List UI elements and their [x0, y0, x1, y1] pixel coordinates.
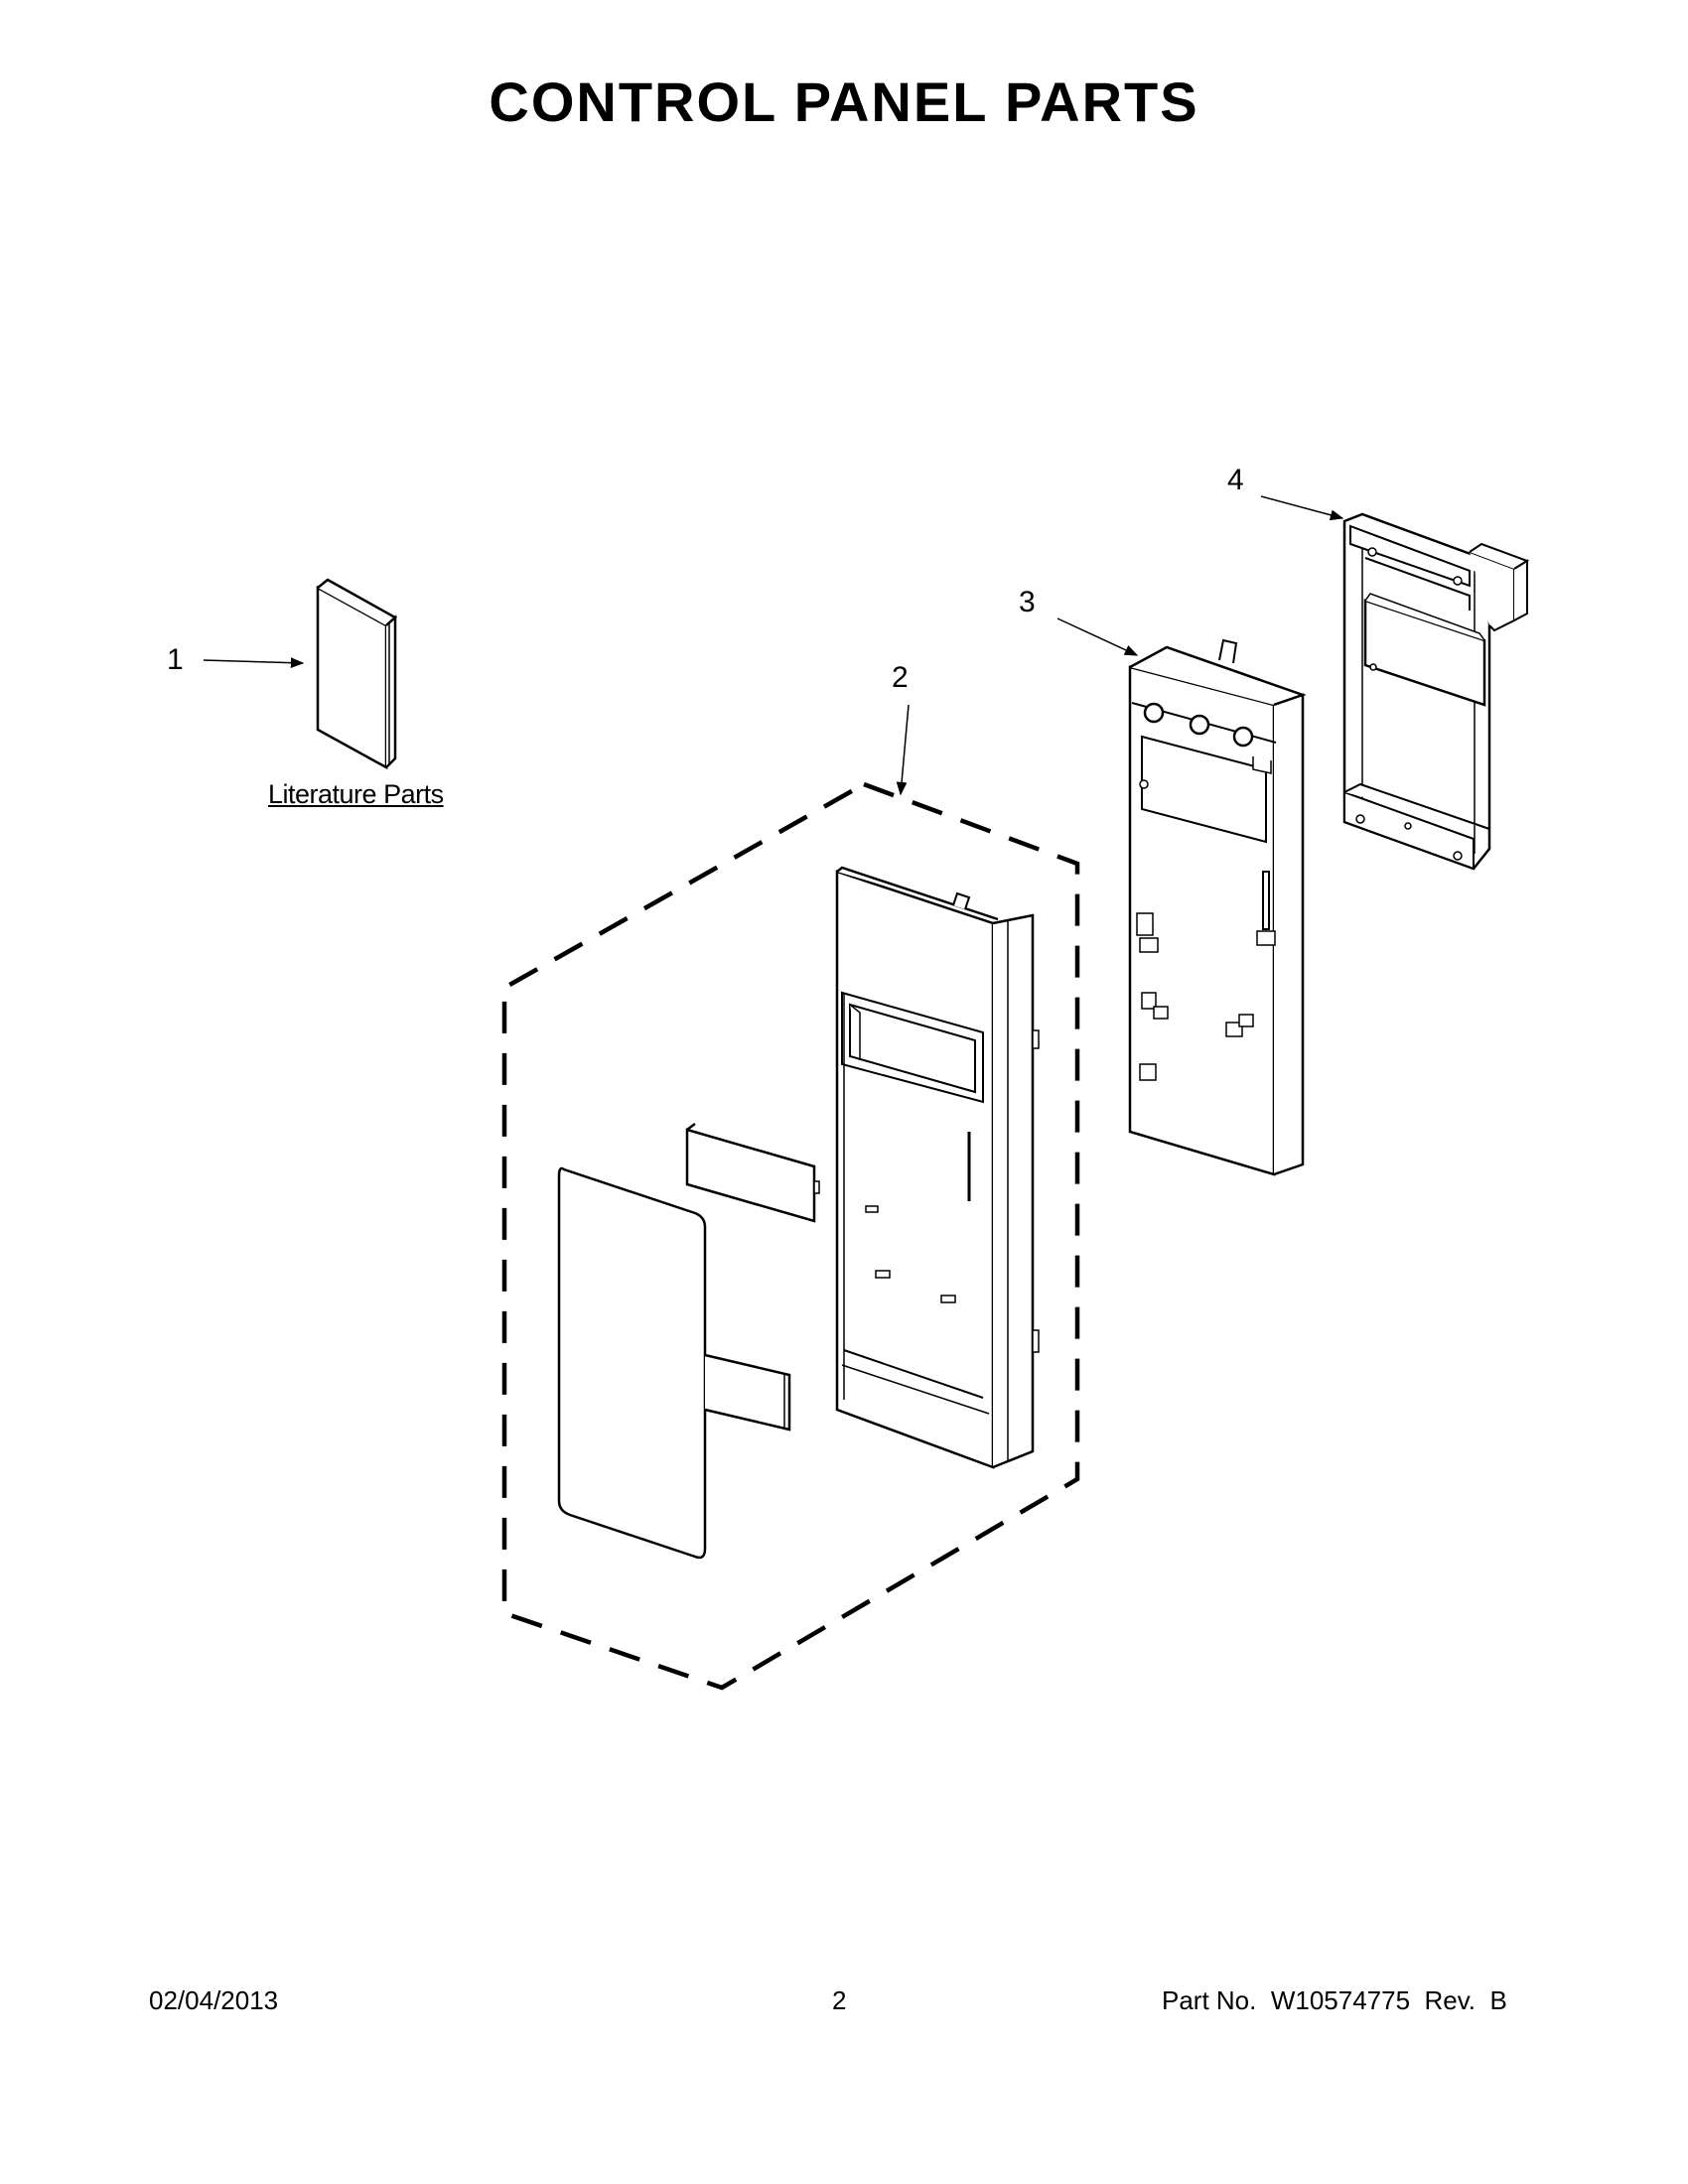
callout-1: 1: [167, 643, 184, 676]
callout-arrow-1: [203, 657, 305, 669]
keypad-tail: [704, 1353, 791, 1432]
assembly-boundary: [501, 781, 1080, 1691]
callout-arrow-2: [896, 704, 910, 796]
display-lens: [685, 1123, 820, 1223]
electronic-control-board: [1342, 512, 1530, 871]
page-title: CONTROL PANEL PARTS: [489, 70, 1199, 133]
literature-booklet: [316, 578, 398, 770]
literature-parts-label: Literature Parts: [268, 779, 444, 809]
callout-arrow-4: [1260, 495, 1344, 521]
control-panel-front: [835, 866, 1040, 1469]
callout-2: 2: [892, 661, 909, 694]
callout-3: 3: [1019, 586, 1036, 618]
footer-page-number: 2: [832, 1985, 847, 2015]
control-panel-frame: [1128, 638, 1307, 1176]
callout-arrow-3: [1056, 617, 1139, 656]
keypad-membrane: [557, 1166, 707, 1560]
footer-part-number: Part No. W10574775 Rev. B: [1162, 1985, 1507, 2015]
footer-date: 02/04/2013: [149, 1985, 279, 2015]
callout-4: 4: [1227, 464, 1244, 496]
